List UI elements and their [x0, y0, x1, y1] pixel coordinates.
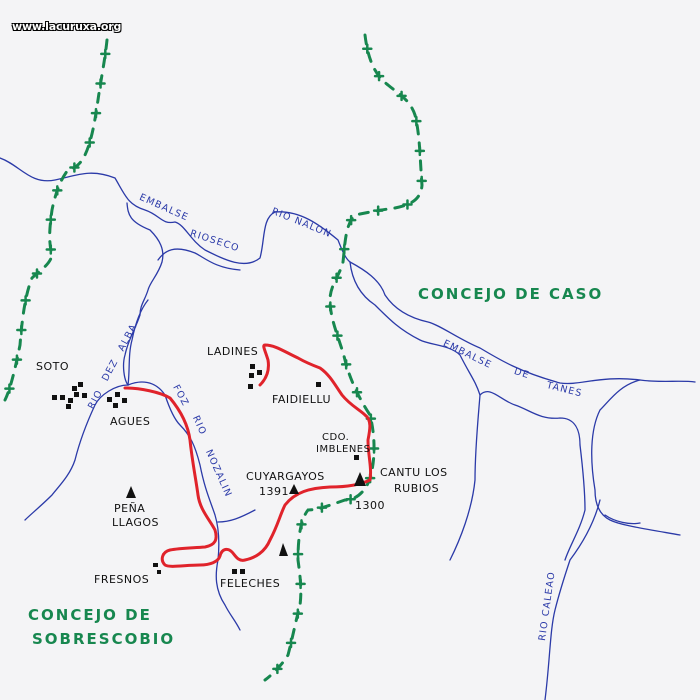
river-tanes-north-bank: [349, 261, 696, 385]
region-label-sobrescobio-1: CONCEJO DE: [28, 606, 152, 624]
place-label-cantu-los-rubios-2: RUBIOS: [394, 482, 440, 495]
river-nozalin-branch: [217, 509, 256, 523]
region-label-sobrescobio-2: SOBRESCOBIO: [32, 630, 176, 648]
river-tanes-south-bank: [479, 391, 586, 561]
region-label-caso: CONCEJO DE CASO: [418, 285, 604, 303]
river-nalon-north-bank: [0, 157, 351, 265]
rivers: [0, 157, 696, 700]
hiking-route: [123, 343, 373, 568]
place-label-agues: AGUES: [110, 415, 151, 428]
peak-markers: [126, 472, 366, 556]
river-caleao-branch: [604, 514, 641, 525]
river-nozalin: [127, 381, 241, 631]
place-label-pena-llagos-2: LLAGOS: [112, 516, 160, 529]
place-label-feleches: FELECHES: [220, 577, 281, 590]
place-label-cdo-imblenes-1: CDO.: [322, 432, 350, 443]
place-label-ladines: LADINES: [207, 345, 259, 358]
river-alba-upper: [127, 299, 149, 386]
place-label-cuyargayos: CUYARGAYOS: [246, 470, 325, 483]
place-label-fresnos: FRESNOS: [94, 573, 150, 586]
place-label-soto: SOTO: [36, 360, 70, 373]
river-alba: [24, 384, 129, 521]
river-rioseco-inner-bank: [122, 202, 164, 386]
river-nalon-south-bank: [349, 261, 481, 561]
place-label-cuyargayos-altitude: 1391: [259, 485, 289, 498]
place-label-pena-llagos-1: PEÑA: [114, 502, 146, 515]
watermark: www.lacuruxa.org: [12, 20, 122, 33]
boundary-cross-markers: [4, 43, 427, 675]
river-caleao-trunk: [591, 379, 681, 536]
place-label-cantu-altitude: 1300: [355, 499, 385, 512]
place-label-faidiellu: FAIDIELLU: [272, 393, 332, 406]
place-label-cantu-los-rubios-1: CANTU LOS: [380, 466, 448, 479]
place-label-cdo-imblenes-2: IMBLENES: [316, 444, 371, 455]
river-caleao-lower: [544, 499, 601, 700]
river-rioseco-outer-bank: [157, 248, 241, 271]
village-markers: [52, 364, 359, 574]
